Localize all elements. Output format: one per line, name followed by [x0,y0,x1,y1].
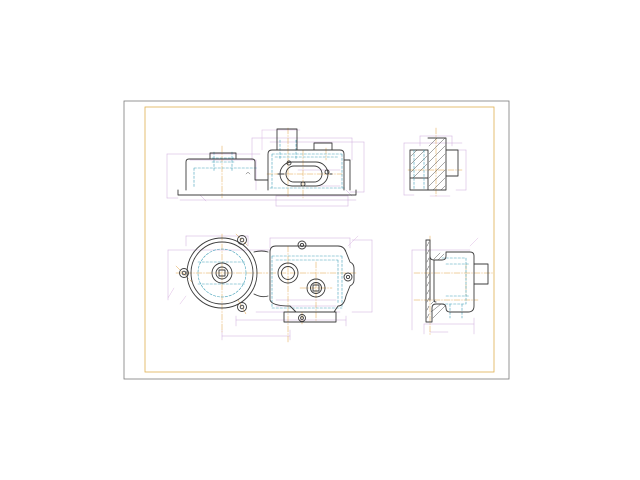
top-view [167,233,373,343]
front-view [166,127,365,207]
top-view-outline [179,235,355,323]
sheet-border [123,100,510,380]
front-view-dimensions [166,129,365,207]
right-section-view-bottom [411,235,495,337]
right-top-outline [409,137,459,191]
inner-border [144,106,495,373]
right-bottom-outline [425,239,489,323]
front-view-hidden [193,139,347,189]
right-section-view-top [403,127,467,197]
right-bottom-hidden [441,257,471,319]
right-top-centerlines [407,127,463,197]
right-top-dimensions [403,135,467,197]
right-bottom-dimensions [411,237,479,335]
top-view-centerlines [175,233,357,343]
front-view-outline [177,128,357,196]
